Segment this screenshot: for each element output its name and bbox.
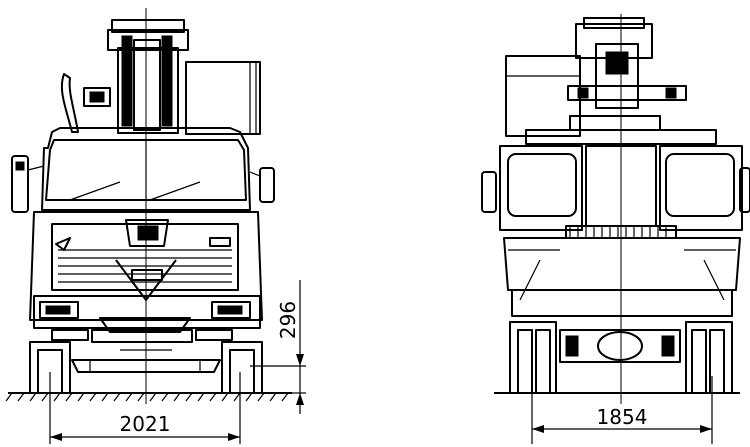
front-width-dimension: 2021 bbox=[49, 372, 241, 444]
front-exhaust-pipe bbox=[60, 73, 79, 133]
rear-width-dimension: 1854 bbox=[531, 376, 713, 444]
front-cab bbox=[11, 127, 275, 213]
front-clearance-dimension: 296 bbox=[250, 280, 306, 414]
front-width-label: 2021 bbox=[120, 412, 171, 436]
rear-crane-turret bbox=[505, 17, 687, 137]
front-clearance-label: 296 bbox=[276, 301, 300, 339]
front-crane-column bbox=[83, 19, 261, 135]
rear-wheels bbox=[509, 321, 733, 394]
rear-width-label: 1854 bbox=[597, 405, 648, 429]
front-ground-line bbox=[5, 392, 292, 402]
front-body bbox=[29, 211, 263, 343]
front-wheels bbox=[29, 341, 263, 394]
rear-body bbox=[481, 129, 750, 317]
rear-view: 1854 bbox=[481, 14, 750, 444]
front-view: 2021 296 bbox=[5, 8, 306, 444]
